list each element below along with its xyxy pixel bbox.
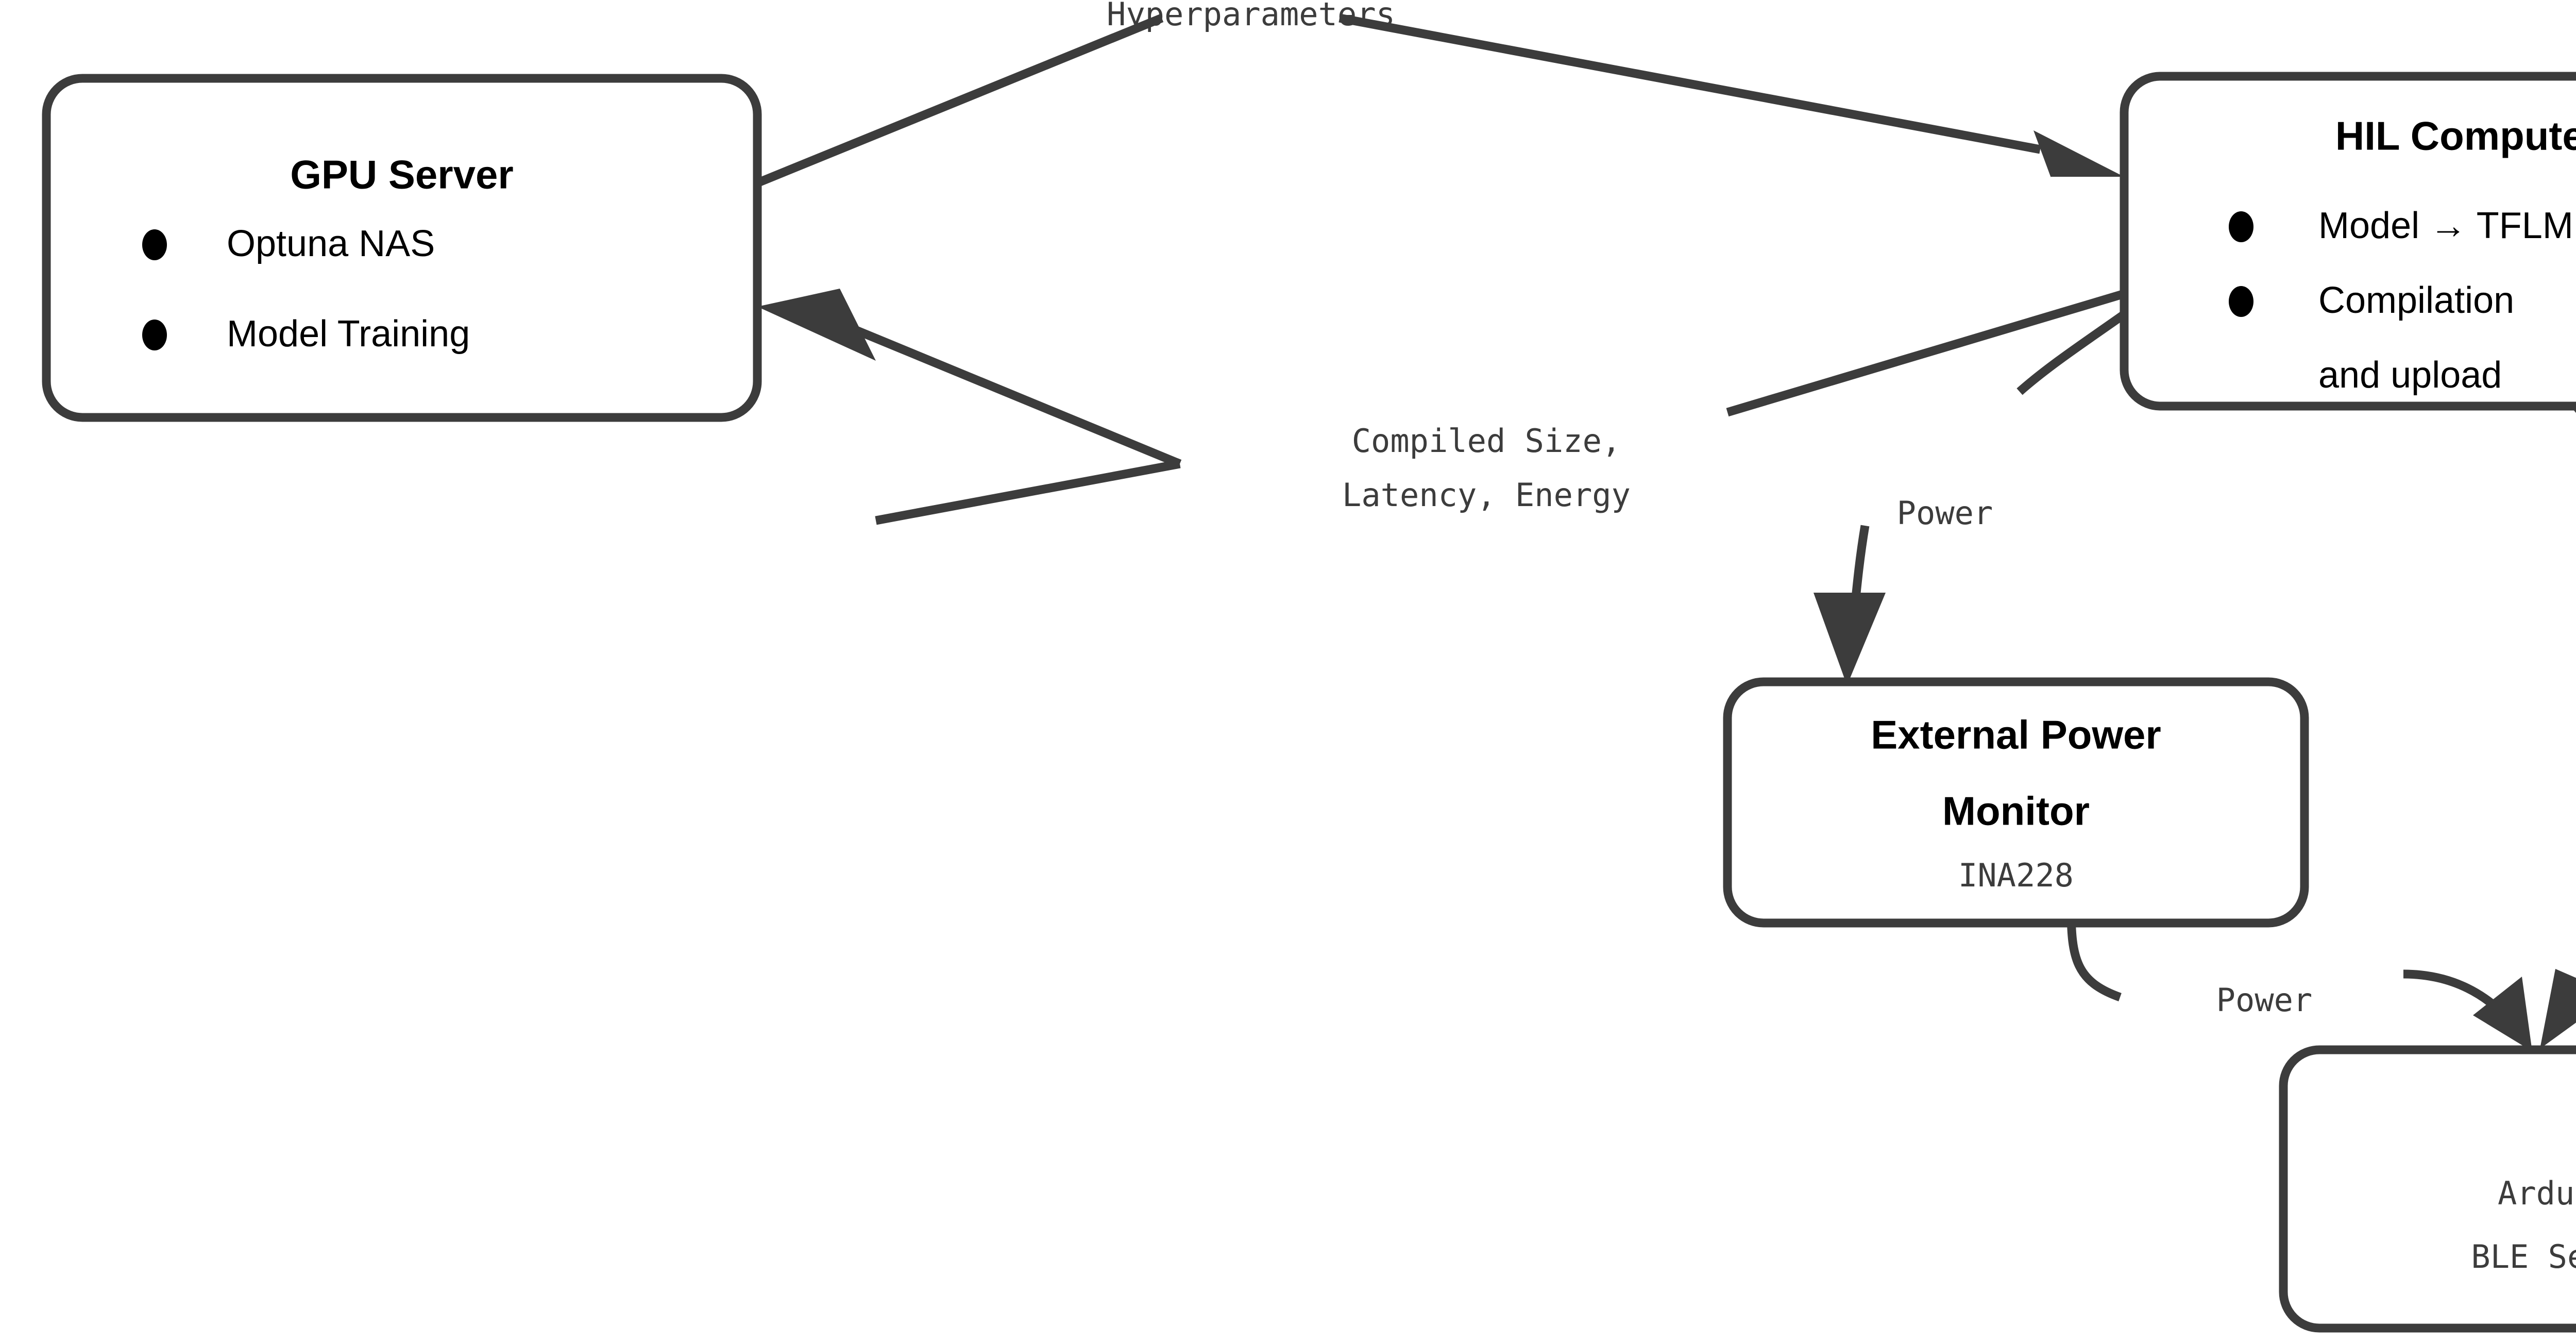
edge-serial-arrowhead (2540, 969, 2576, 1049)
node-gpu-server-bullet-0-label: Optuna NAS (227, 223, 435, 264)
edge-hyperparameters-path-right (1338, 13, 2041, 154)
node-hil-computer-title: HIL Computer (2335, 113, 2576, 159)
edge-hyperparameters: Hyperparameters (755, 0, 2124, 187)
node-gpu-server-title: GPU Server (290, 152, 514, 197)
edge-power-epm-dut-arrowhead (2473, 977, 2532, 1051)
node-hil-computer-bullet-0-label: Model → TFLM (2318, 205, 2573, 246)
node-hil-computer-bullet-2-label: and upload (2318, 355, 2502, 396)
node-dut-box[interactable] (2279, 1045, 2576, 1333)
edge-metrics-arrowhead (757, 289, 876, 361)
node-external-power-monitor[interactable]: External Power Monitor INA228 (1723, 677, 2309, 928)
node-external-power-monitor-subtitle: INA228 (1958, 857, 2074, 894)
node-dut-subtitle-line2: BLE Sense (BLE33 (2471, 1238, 2576, 1276)
edge-label-metrics-line1: Compiled Size, (1352, 422, 1621, 460)
bullet-dot-icon (2229, 211, 2253, 242)
edge-metrics: Compiled Size, Latency, Energy (757, 289, 2126, 525)
node-dut-subtitle-line1: Arduino Nano 33 (2498, 1175, 2576, 1212)
edge-label-power-epm-dut: Power (2216, 981, 2313, 1019)
bullet-dot-icon (142, 320, 167, 350)
node-gpu-server-box[interactable] (42, 74, 762, 422)
edge-metrics-path-leftseg (853, 326, 1182, 468)
node-gpu-server[interactable]: GPU Server Optuna NAS Model Training (42, 74, 762, 422)
node-dut[interactable]: DUT Arduino Nano 33 ) BLE Sense (BLE33 (2279, 1045, 2576, 1333)
edge-power-hil-epm-arrowhead (1814, 593, 1886, 685)
edge-power-epm-dut: Power (2066, 907, 2532, 1051)
edge-serial: Serial (2540, 376, 2576, 1049)
edge-metrics-path-left (875, 459, 1181, 525)
node-gpu-server-bullet-1-label: Model Training (227, 313, 470, 355)
edge-hyperparameters-arrowhead (2033, 130, 2124, 178)
edge-label-metrics-line2: Latency, Energy (1342, 476, 1631, 514)
node-hil-computer-box[interactable] (2120, 72, 2576, 411)
node-hil-computer-bullet-1-label: Compilation (2318, 280, 2514, 321)
bullet-dot-icon (142, 229, 167, 260)
edge-metrics-path-right (1726, 289, 2126, 417)
edge-label-hyperparameters: Hyperparameters (1107, 0, 1395, 33)
bullet-dot-icon (2229, 286, 2253, 317)
edge-label-power-hil-epm: Power (1897, 494, 1993, 532)
edge-hyperparameters-path-left (755, 14, 1164, 187)
node-external-power-monitor-box[interactable] (1723, 677, 2309, 928)
node-external-power-monitor-title-line1: External Power (1871, 712, 2161, 758)
node-external-power-monitor-title-line2: Monitor (1942, 789, 2090, 834)
node-hil-computer[interactable]: HIL Computer Model → TFLM Compilation an… (2120, 72, 2576, 411)
